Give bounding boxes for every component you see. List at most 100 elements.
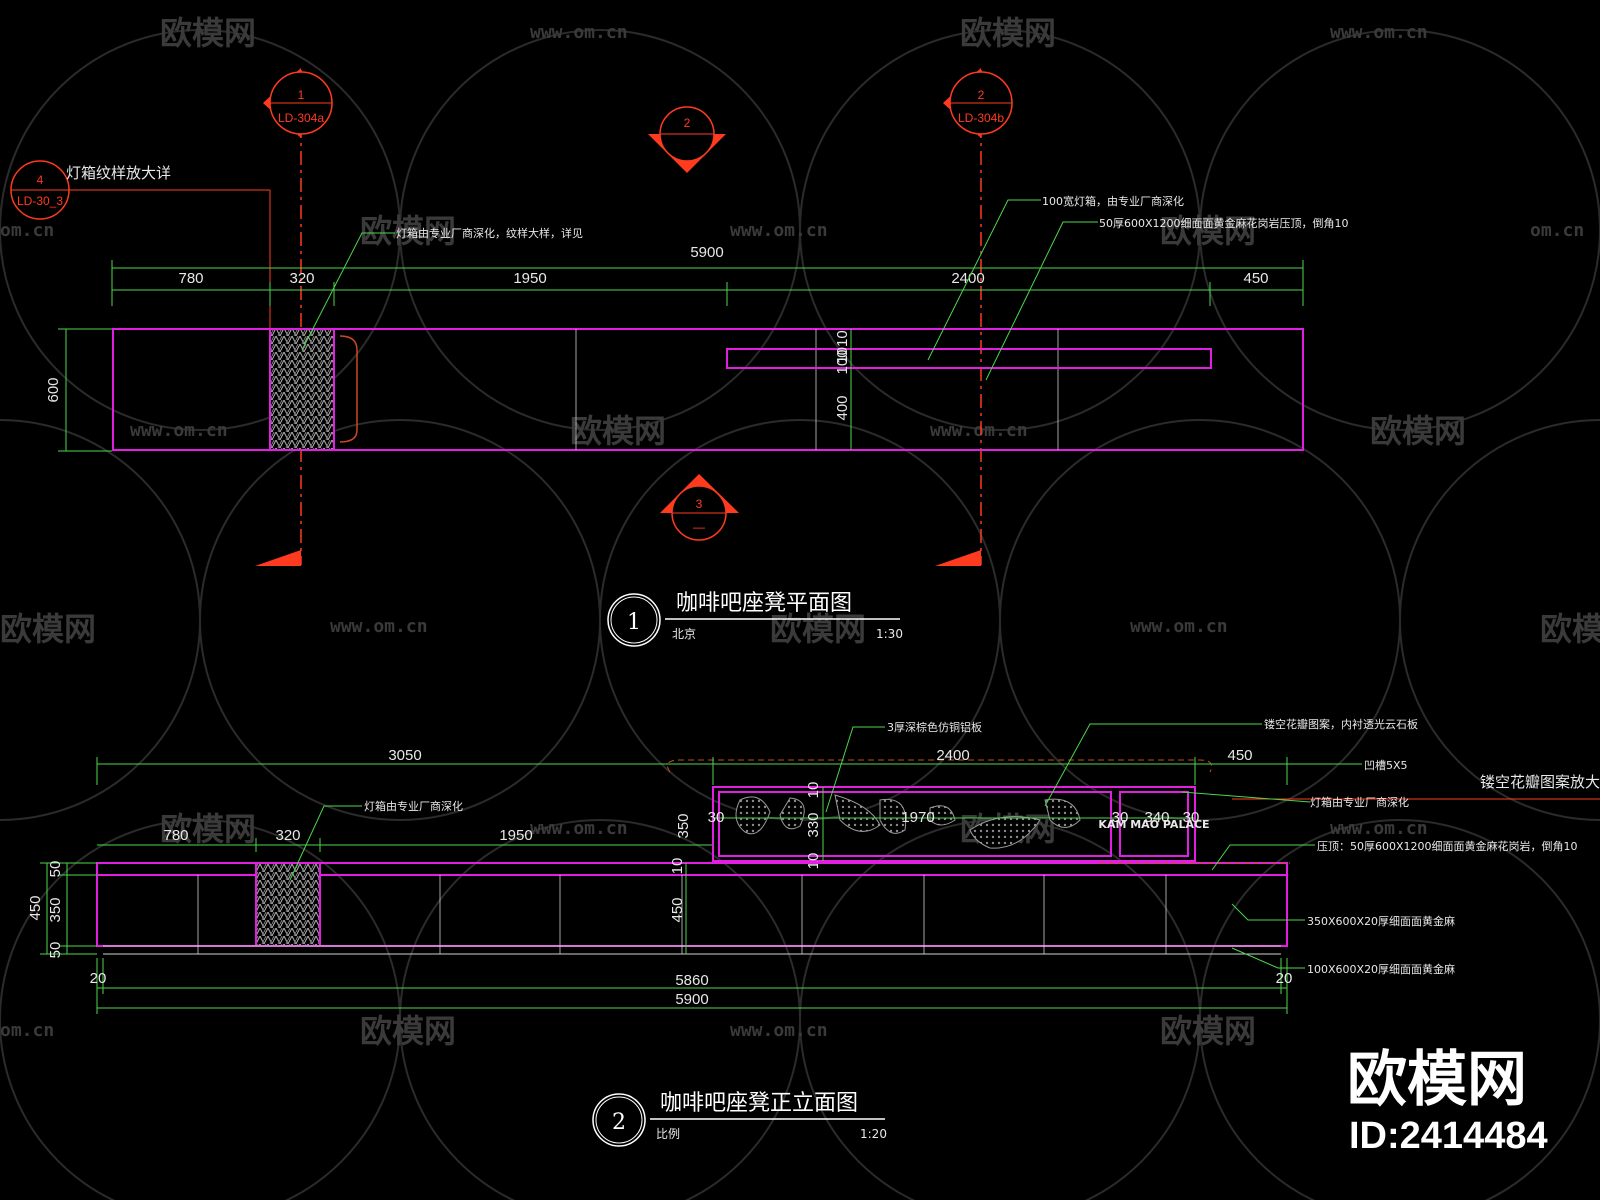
marker-number: 4 <box>37 173 44 187</box>
note-base: 100X600X20厚细面面黄金麻 <box>1307 962 1455 976</box>
note-groove: 凹槽5X5 <box>1364 759 1408 772</box>
corner-brand-id: ID:2414484 <box>1349 1115 1548 1157</box>
note-lightbox-elev: 灯箱由专业厂商深化 <box>1310 795 1409 809</box>
plan-scale: 1:30 <box>876 627 903 641</box>
marker-number: 1 <box>298 88 305 102</box>
watermark-brand: 欧模网 <box>570 412 666 450</box>
note-lightbox-left: 灯箱由专业厂商深化 <box>364 799 463 813</box>
corner-brand-name: 欧模网 <box>1347 1045 1527 1115</box>
dim-segment: 320 <box>289 270 314 287</box>
plan-leaders <box>301 199 1098 381</box>
plan-number: 1 <box>627 610 641 635</box>
watermark-text: 欧模网 www.om.cn 欧模网 www.om.cn om.cn 欧模网 ww… <box>0 14 1600 1050</box>
marker-ref: LD-30_3 <box>17 194 63 208</box>
curve-detail <box>339 335 358 443</box>
dim-bottom: 20 <box>1276 970 1293 987</box>
elevation-view: 3050 2400 450 780 320 1950 KAM MAO PALAC… <box>27 717 1600 1147</box>
dim-bottom: 5860 <box>675 972 708 989</box>
dim-box: 1970 <box>901 809 934 826</box>
dim-box: 30 <box>1183 809 1200 826</box>
dim-box-v: 10 <box>805 782 822 799</box>
elevation-title-block: 2 咖啡吧座凳正立面图 比例 1:20 <box>592 1091 887 1147</box>
watermark-brand-cut: 欧模网 <box>0 610 96 648</box>
marker-ref: LD-304a <box>278 111 324 125</box>
watermark-url: www.om.cn <box>530 818 628 839</box>
watermark-url: www.om.cn <box>130 420 228 441</box>
section-arrow-icon <box>255 550 301 566</box>
note-pattern: 镂空花瓣图案，内衬透光云石板 <box>1264 717 1418 731</box>
elev-dims-left <box>40 862 687 955</box>
dim-elev-second: 780 <box>163 827 188 844</box>
watermark-brand-cut: 欧模网 <box>1540 610 1600 648</box>
dim-segment: 1950 <box>513 270 546 287</box>
watermark-url-cut: om.cn <box>1530 220 1584 241</box>
watermark-url-cut: om.cn <box>0 220 54 241</box>
elev-leaders <box>289 723 1362 969</box>
dim-box-v: 350 <box>675 813 692 838</box>
watermark-brand: 欧模网 <box>1160 212 1256 250</box>
elevation-scale-label: 比例 <box>656 1127 680 1141</box>
elev-dims-top <box>96 757 1288 852</box>
dim-segment: 450 <box>1243 270 1268 287</box>
dim-elev-second: 320 <box>275 827 300 844</box>
elev-box-dims <box>713 787 1195 861</box>
dim-box: 30 <box>1112 809 1129 826</box>
plan-dimensions-top <box>111 260 1304 306</box>
dim-elev-mid: 10 <box>669 858 686 875</box>
dim-bottom-total: 5900 <box>675 991 708 1008</box>
lightbox-plan <box>269 328 335 451</box>
detail-label: 灯箱纹样放大详 <box>66 164 171 182</box>
marker-number: 3 <box>696 497 703 511</box>
logo-panel <box>1119 791 1189 857</box>
note-lightbox: 灯箱由专业厂商深化，纹样大样，详见 <box>396 226 583 240</box>
section-marker-1: 1 LD-304a <box>263 68 333 138</box>
watermark-url: www.om.cn <box>730 220 828 241</box>
section-marker-2: 2 <box>648 106 726 173</box>
corner-brand: 欧模网 ID:2414484 <box>1347 1045 1548 1157</box>
dim-elev-top: 3050 <box>388 747 421 764</box>
dim-depth: 600 <box>45 377 62 402</box>
watermark-url-cut: om.cn <box>0 1020 54 1041</box>
watermark-brand: 欧模网 <box>770 610 866 648</box>
dim-elev-top: 2400 <box>936 747 969 764</box>
note-coping: 50厚600X1200细面面黄金麻花岗岩压顶，倒角10 <box>1099 216 1349 230</box>
dim-box: 30 <box>708 809 725 826</box>
pattern-inner <box>718 791 1112 857</box>
elevation-scale: 1:20 <box>860 1127 887 1141</box>
dim-elev-left: 50 <box>47 942 64 959</box>
watermark-url: www.om.cn <box>1330 22 1428 43</box>
watermark-layer <box>0 29 1600 1200</box>
marker-ref: — <box>693 520 705 534</box>
dim-elev-left: 50 <box>47 861 64 878</box>
dim-segment: 2400 <box>951 270 984 287</box>
watermark-url: www.om.cn <box>530 22 628 43</box>
note-seat: 350X600X20厚细面面黄金麻 <box>1307 914 1455 928</box>
dim-elev-second: 1950 <box>499 827 532 844</box>
section-marker-2b: 2 LD-304b <box>943 68 1013 138</box>
section-arrow-icon <box>935 550 981 566</box>
section-marker-3: 3 — <box>660 474 739 541</box>
dim-inner: 100 <box>834 349 851 374</box>
watermark-url: www.om.cn <box>930 420 1028 441</box>
dim-inner: 1010 <box>834 330 851 363</box>
watermark-url: www.om.cn <box>1330 818 1428 839</box>
elev-joints <box>197 875 1167 954</box>
dim-elev-top: 450 <box>1227 747 1252 764</box>
plan-view: 1 LD-304a 2 2 LD-304b 3 — <box>10 68 1349 647</box>
dim-box: 340 <box>1144 809 1169 826</box>
plan-dim-left <box>58 328 112 452</box>
dim-total: 5900 <box>690 244 723 261</box>
bench-plan-outline <box>112 328 1304 451</box>
dim-elev-mid: 450 <box>669 897 686 922</box>
watermark-url: www.om.cn <box>1130 616 1228 637</box>
petal-pattern <box>735 794 1081 849</box>
watermark-brand: 欧模网 <box>1160 1012 1256 1050</box>
dim-bottom: 20 <box>90 970 107 987</box>
dim-box-v: 330 <box>805 812 822 837</box>
watermark-brand: 欧模网 <box>960 14 1056 52</box>
watermark-brand: 欧模网 <box>1370 412 1466 450</box>
watermark-url: www.om.cn <box>730 1020 828 1041</box>
watermark-brand: 欧模网 <box>160 810 256 848</box>
plan-scale-label: 北京 <box>672 627 696 641</box>
